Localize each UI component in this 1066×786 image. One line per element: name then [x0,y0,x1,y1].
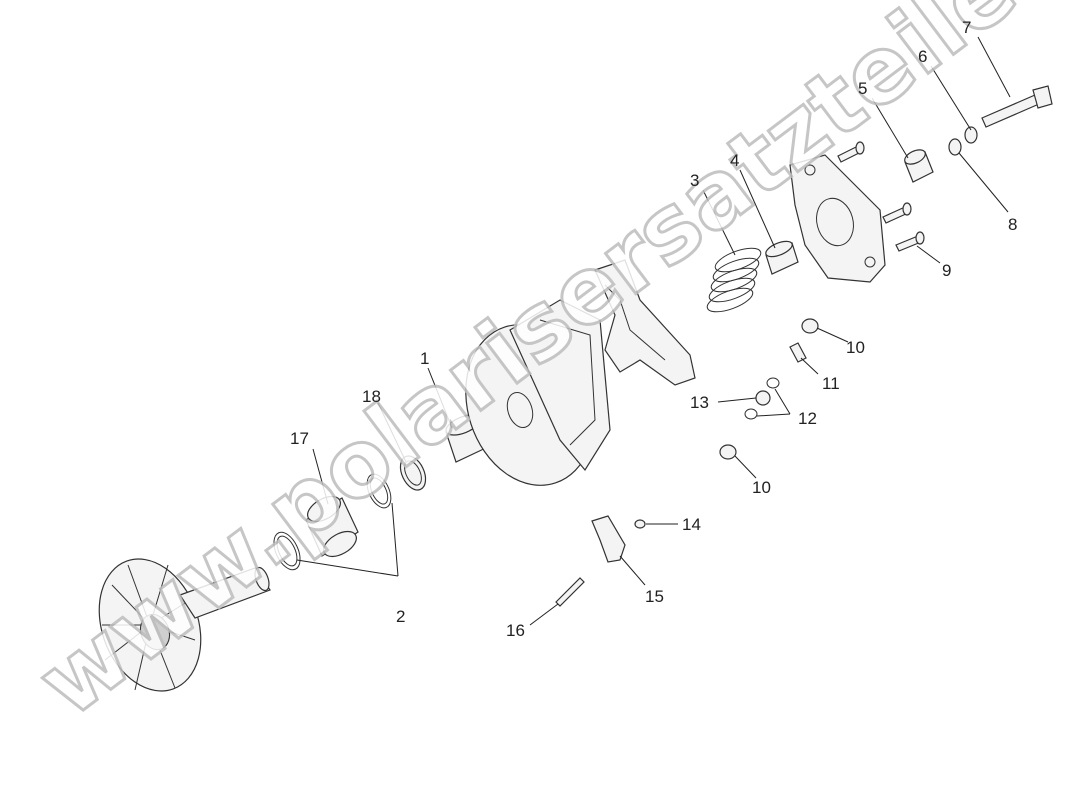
washer-12b [744,408,758,420]
callout-labels: 1 2 3 4 5 6 7 8 9 10 11 12 13 10 14 15 1… [290,18,1017,640]
roller-13 [755,390,771,406]
washer-6 [964,126,978,144]
roller-sleeve [904,149,934,183]
callout-8: 8 [1008,215,1017,234]
callout-10-lower: 10 [752,478,771,497]
callout-4: 4 [730,151,739,170]
callout-9: 9 [942,261,951,280]
callout-2: 2 [396,607,405,626]
callout-13: 13 [690,393,709,412]
callout-3: 3 [690,171,699,190]
callout-15: 15 [645,587,664,606]
spring-bushing [765,240,799,275]
seal [399,455,427,491]
cover-bolts [837,141,925,252]
callout-16: 16 [506,621,525,640]
pin-16 [555,577,585,607]
weight-10-lower [719,444,737,460]
callout-1: 1 [420,349,429,368]
callout-7: 7 [962,18,971,37]
callout-12: 12 [798,409,817,428]
snap-ring-upper [366,473,392,509]
callout-11: 11 [822,374,840,393]
cam-arm-15 [591,515,626,563]
callout-18: 18 [362,387,381,406]
spring [706,247,762,313]
movable-sheave [465,299,611,486]
clutch-cover [789,154,886,283]
nut-14 [634,519,646,529]
spacer-tube [305,495,359,558]
long-bolt [981,85,1053,128]
callout-14: 14 [682,515,701,534]
snap-ring-lower [273,531,301,571]
leader-lines [296,36,1011,626]
washer-8 [948,138,962,156]
callout-5: 5 [858,79,867,98]
washer-12a [766,377,780,389]
watermark-text: www.polarisersatzteile.de [19,0,1066,738]
callout-6: 6 [918,47,927,66]
callout-10-upper: 10 [846,338,865,357]
spider-arm [594,259,696,386]
weight-10-upper [801,318,819,334]
fixed-sheave-shaft [98,558,271,692]
pin-11 [789,342,807,363]
callout-17: 17 [290,429,309,448]
